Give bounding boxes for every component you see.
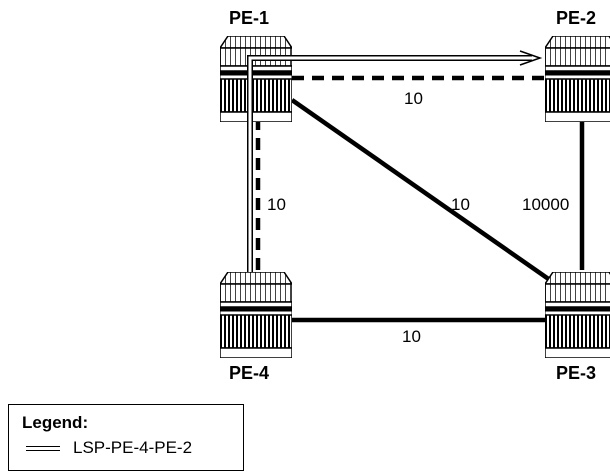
router-pe1-icon [220, 36, 292, 122]
router-pe2-icon [545, 36, 610, 122]
metric-pe1-pe2: 10 [404, 89, 423, 108]
node-label-pe1: PE-1 [229, 8, 270, 28]
node-label-pe2: PE-2 [556, 8, 597, 28]
legend-item-label: LSP-PE-4-PE-2 [73, 438, 193, 457]
lsp-arrowhead [519, 50, 543, 66]
legend-double-line-icon [26, 446, 60, 451]
metric-pe1-pe3: 10 [451, 195, 470, 214]
metric-pe4-pe3: 10 [402, 327, 421, 346]
router-pe3-icon [545, 272, 610, 358]
node-label-pe4: PE-4 [229, 363, 270, 383]
link-pe1-pe3 [290, 98, 562, 289]
node-label-pe3: PE-3 [556, 363, 597, 383]
router-pe4-icon [220, 272, 292, 358]
metric-pe2-pe3: 10000 [522, 195, 570, 214]
legend-title: Legend: [22, 413, 89, 432]
legend-box: Legend: LSP-PE-4-PE-2 [8, 404, 244, 471]
lsp-path [247, 50, 543, 272]
metric-pe1-pe4: 10 [267, 195, 286, 214]
